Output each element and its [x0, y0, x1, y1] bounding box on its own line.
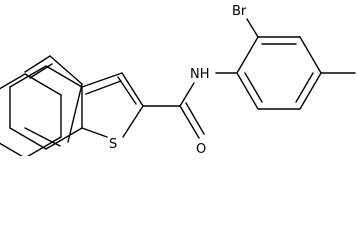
- ring-bond-3: [45, 127, 83, 150]
- bond-carbonyl-o: [179, 105, 200, 139]
- ring-bond-6: [9, 65, 47, 88]
- molecule-canvas: Br NH O S: [0, 4, 356, 156]
- fused-ring-system: [9, 65, 144, 150]
- bond-c7-c7a: [0, 73, 26, 90]
- thiophene-ring: [24, 55, 83, 147]
- bond-c2-s: [67, 83, 83, 143]
- aryl-bond-4-inner: [295, 72, 314, 103]
- aryl-bond-4: [299, 72, 322, 110]
- aryl-bond-3: [299, 36, 322, 74]
- thiophene-bond-4: [81, 127, 108, 138]
- bond-c3-c2: [49, 55, 83, 85]
- bond-aryl-br: [246, 18, 259, 38]
- substituents: [246, 18, 356, 74]
- aryl-bond-6: [236, 72, 259, 110]
- thiophene-bond-3: [122, 105, 144, 138]
- bond-carbonyl-o-double: [185, 102, 205, 135]
- aryl-bond-1: [236, 36, 259, 74]
- bromine-label: Br: [232, 4, 247, 19]
- aryl-bond-6-inner: [244, 72, 263, 103]
- thiophene-double-bond-2: [117, 76, 137, 105]
- thiophene-sulfur-label: S: [109, 137, 117, 152]
- carbonyl-oxygen-label: O: [196, 142, 206, 156]
- aryl-ring: [236, 36, 322, 110]
- thiophene-double-bond-inner: [85, 80, 122, 95]
- ring-bond-5: [45, 65, 83, 88]
- amide-group: [142, 72, 238, 139]
- bond-s-c7a: [24, 127, 61, 147]
- bond-carbonyl-n: [179, 82, 195, 107]
- ring-bond-2: [9, 127, 47, 150]
- amide-nitrogen-label: NH: [190, 67, 210, 82]
- bond-c5-c6: [0, 142, 23, 156]
- thiophene-bond-1: [81, 72, 123, 88]
- thiophene-bond-2: [121, 72, 144, 107]
- structure-diagram: Br NH O S: [0, 4, 356, 156]
- bond-c3a-c3: [24, 55, 51, 73]
- cyclohexane-ring: [0, 73, 62, 156]
- bond-c3a-c3-inner: [29, 63, 53, 79]
